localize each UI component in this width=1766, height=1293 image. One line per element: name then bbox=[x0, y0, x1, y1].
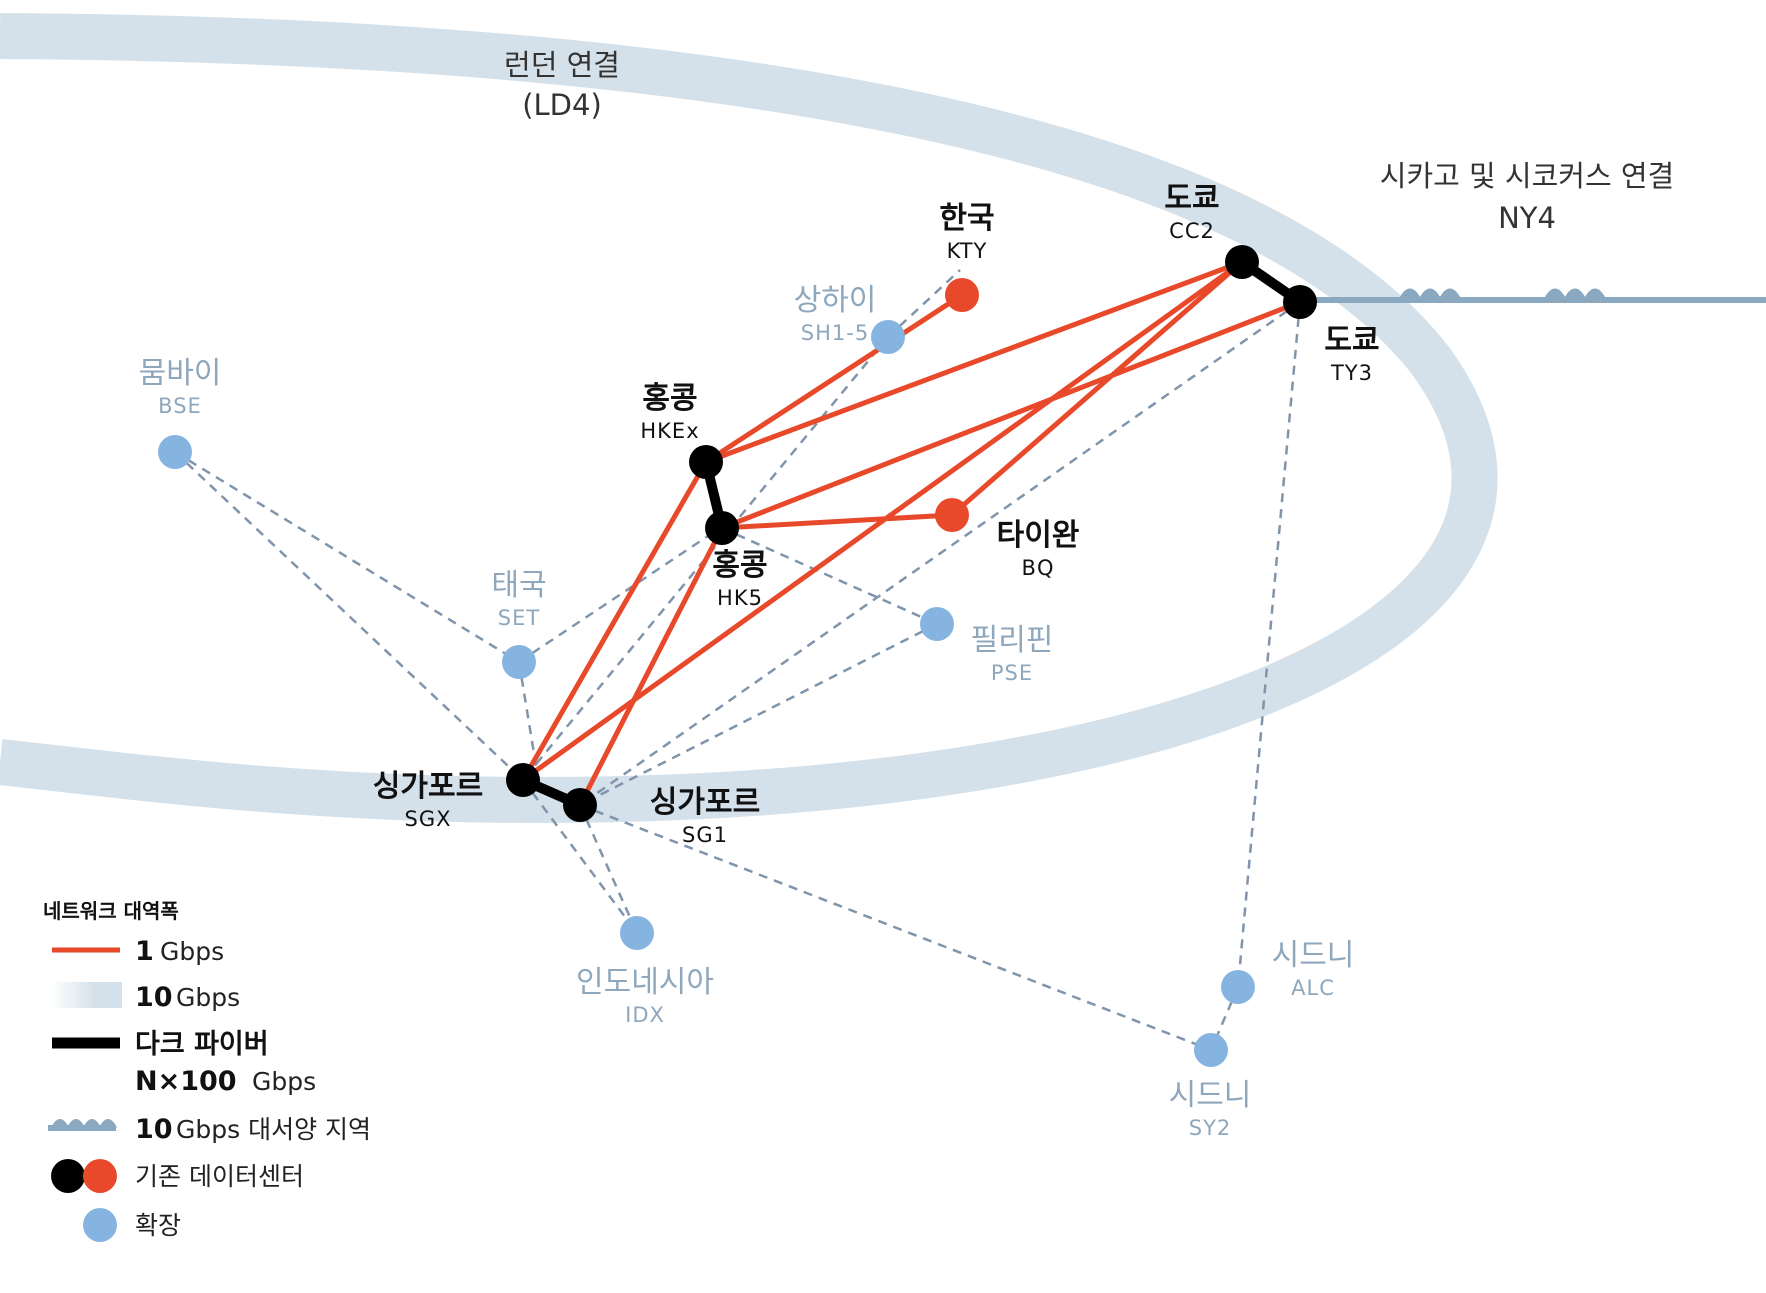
label-hk-hk5-name: 홍콩 bbox=[712, 548, 767, 583]
legend-existing-black-swatch bbox=[51, 1159, 85, 1193]
legend-existing-orange-swatch bbox=[83, 1159, 117, 1193]
node-taiwan bbox=[935, 498, 969, 532]
legend-dark-fiber-num: N×100 bbox=[135, 1066, 237, 1097]
label-thailand-name: 태국 bbox=[491, 568, 546, 603]
link-thailand-hk5 bbox=[518, 526, 721, 664]
label-sydney-alc-code: ALC bbox=[1291, 976, 1335, 1000]
node-sydney-sy2 bbox=[1194, 1033, 1228, 1067]
node-korea bbox=[945, 278, 979, 312]
legend-one-gbps-unit: Gbps bbox=[160, 937, 224, 966]
node-sydney-alc bbox=[1221, 970, 1255, 1004]
legend-ten-gbps-unit: Gbps bbox=[176, 983, 240, 1012]
node-mumbai bbox=[158, 435, 192, 469]
link-taiwan-cc2 bbox=[949, 259, 1245, 518]
label-hk-hkex-name: 홍콩 bbox=[642, 381, 697, 416]
label-sgx-code: SGX bbox=[405, 807, 452, 831]
label-philippines-code: PSE bbox=[991, 661, 1033, 685]
node-sgx bbox=[506, 763, 540, 797]
link-alc-sy2 bbox=[1209, 986, 1240, 1051]
label-tokyo-cc2-code: CC2 bbox=[1169, 219, 1215, 243]
label-indonesia-code: IDX bbox=[625, 1003, 665, 1027]
link-hk5-taiwan bbox=[719, 512, 955, 531]
node-shanghai bbox=[871, 320, 905, 354]
node-philippines bbox=[920, 607, 954, 641]
label-tokyo-cc2-name: 도쿄 bbox=[1164, 181, 1219, 216]
link-sg1-idx-2 bbox=[578, 804, 639, 934]
link-thailand-sgx bbox=[517, 661, 542, 791]
ten-gbps-band bbox=[0, 13, 1498, 824]
link-hk5-ty3 bbox=[719, 299, 1303, 531]
label-korea-name: 한국 bbox=[939, 201, 994, 236]
expansion-links bbox=[174, 269, 1302, 1052]
node-sg1 bbox=[563, 788, 597, 822]
label-sydney-sy2-code: SY2 bbox=[1189, 1116, 1232, 1140]
transatlantic-link bbox=[1300, 288, 1766, 304]
london-region-code: (LD4) bbox=[522, 88, 602, 122]
link-ty3-sg1 bbox=[579, 300, 1301, 807]
label-mumbai-code: BSE bbox=[158, 394, 202, 418]
chicago-region-name: 시카고 및 시코커스 연결 bbox=[1380, 159, 1674, 193]
node-hk-hkex bbox=[689, 445, 723, 479]
legend-expansion-swatch bbox=[83, 1208, 117, 1242]
legend-transatlantic-unit: Gbps 대서양 지역 bbox=[176, 1115, 371, 1144]
legend-expansion: 확장 bbox=[135, 1211, 181, 1240]
link-hkex-korea bbox=[703, 292, 965, 465]
link-hk5-philippines bbox=[721, 526, 938, 626]
one-gbps-links bbox=[520, 259, 1303, 808]
node-hk-hk5 bbox=[705, 511, 739, 545]
london-region-name: 런던 연결 bbox=[504, 48, 620, 82]
legend-dark-fiber-label: 다크 파이버 bbox=[135, 1029, 269, 1060]
label-korea-code: KTY bbox=[947, 239, 988, 263]
label-hk-hk5-code: HK5 bbox=[717, 586, 763, 610]
label-hk-hkex-code: HKEx bbox=[640, 419, 699, 443]
label-philippines-name: 필리핀 bbox=[971, 623, 1054, 658]
label-indonesia-name: 인도네시아 bbox=[576, 965, 714, 1000]
legend-transatlantic-num: 10 bbox=[135, 1114, 173, 1145]
legend-dark-fiber-unit: Gbps bbox=[252, 1067, 316, 1096]
link-sg1-sy2 bbox=[579, 803, 1212, 1052]
legend-existing-dc: 기존 데이터센터 bbox=[135, 1162, 304, 1191]
link-sgx-hkex bbox=[520, 459, 709, 783]
chicago-region-code: NY4 bbox=[1498, 201, 1556, 235]
node-indonesia bbox=[620, 916, 654, 950]
label-mumbai-name: 뭄바이 bbox=[139, 356, 222, 391]
link-mumbai-sgx bbox=[174, 451, 524, 781]
label-sgx-name: 싱가포르 bbox=[373, 769, 483, 804]
label-shanghai-code: SH1-5 bbox=[801, 321, 869, 345]
label-thailand-code: SET bbox=[498, 606, 540, 630]
label-taiwan-name: 타이완 bbox=[997, 518, 1080, 553]
label-sg1-name: 싱가포르 bbox=[650, 785, 760, 820]
legend-title: 네트워크 대역폭 bbox=[43, 899, 179, 923]
label-tokyo-ty3-code: TY3 bbox=[1330, 361, 1373, 385]
label-sydney-alc-name: 시드니 bbox=[1272, 938, 1355, 973]
label-tokyo-ty3-name: 도쿄 bbox=[1324, 323, 1379, 358]
node-tokyo-ty3 bbox=[1283, 285, 1317, 319]
legend-ten-gbps-num: 10 bbox=[135, 982, 173, 1013]
link-sg1-hk5 bbox=[577, 525, 725, 808]
legend-ten-gbps-swatch bbox=[52, 982, 122, 1008]
label-sg1-code: SG1 bbox=[682, 823, 728, 847]
link-philippines-sg1 bbox=[579, 622, 938, 807]
link-ty3-alc bbox=[1236, 301, 1302, 988]
legend-one-gbps-num: 1 bbox=[135, 936, 154, 967]
node-thailand bbox=[502, 645, 536, 679]
label-sydney-sy2-name: 시드니 bbox=[1169, 1078, 1252, 1113]
site-labels: 도쿄 CC2 도쿄 TY3 한국 KTY 상하이 SH1-5 뭄바이 BSE 홍… bbox=[139, 181, 1380, 1140]
label-taiwan-code: BQ bbox=[1022, 556, 1055, 580]
node-tokyo-cc2 bbox=[1225, 245, 1259, 279]
label-shanghai-name: 상하이 bbox=[794, 283, 877, 318]
link-mumbai-thailand bbox=[174, 450, 520, 664]
legend: 네트워크 대역폭 1 Gbps 10 Gbps 다크 파이버 N×100 Gbp… bbox=[43, 899, 371, 1242]
link-sgx-cc2 bbox=[520, 259, 1245, 783]
legend-transatlantic-swatch bbox=[48, 1119, 117, 1131]
site-nodes bbox=[158, 245, 1317, 1067]
link-hkex-cc2 bbox=[703, 259, 1245, 465]
